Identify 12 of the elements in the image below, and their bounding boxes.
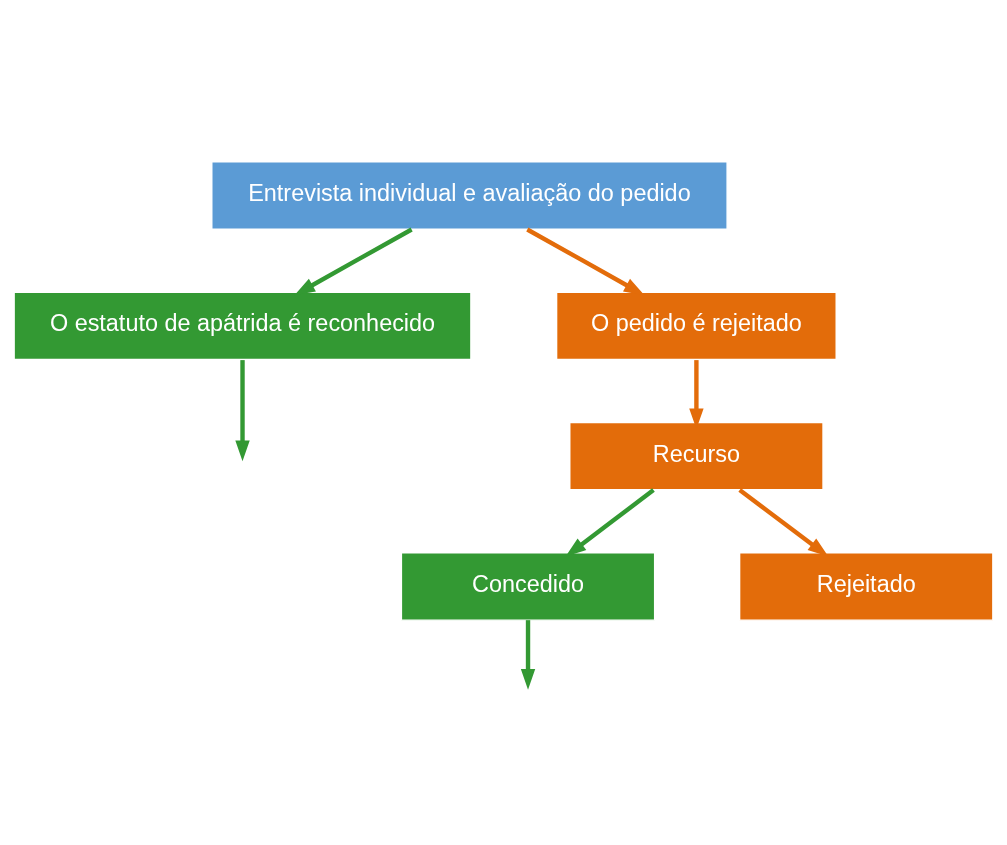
node-box: O estatuto de apátrida é reconhecido (13, 290, 472, 360)
node-box: Recurso (569, 421, 824, 491)
node-box: Rejeitado (738, 551, 994, 621)
arrow (738, 487, 829, 557)
arrow (565, 487, 655, 557)
arrow (235, 359, 250, 461)
arrow (520, 619, 536, 690)
arrow (294, 227, 413, 295)
node-box: Concedido (400, 551, 656, 621)
node-box: O pedido é rejeitado (555, 290, 837, 360)
arrow (526, 227, 645, 295)
node-box: Entrevista individual e avaliação do pedido (211, 160, 728, 230)
